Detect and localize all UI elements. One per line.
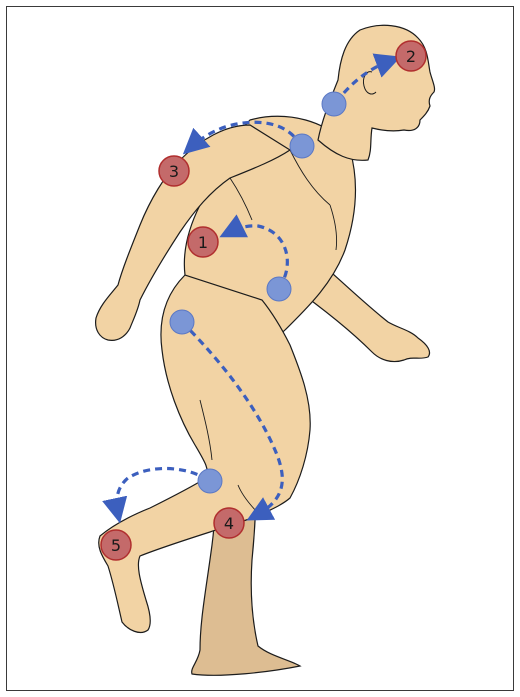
origin-point-knee: [198, 469, 222, 493]
target-marker-5: 5: [101, 530, 131, 560]
origin-point-neck: [322, 92, 346, 116]
front-leg: [99, 275, 311, 632]
target-marker-2: 2: [396, 41, 426, 71]
target-label-4: 4: [224, 514, 234, 533]
origin-point-hip: [267, 277, 291, 301]
target-label-2: 2: [406, 47, 416, 66]
origin-point-thigh: [170, 310, 194, 334]
target-marker-3: 3: [159, 156, 189, 186]
target-marker-4: 4: [214, 508, 244, 538]
target-marker-1: 1: [188, 227, 218, 257]
human-body-figure: [96, 25, 435, 675]
target-label-3: 3: [169, 162, 179, 181]
target-label-5: 5: [111, 536, 121, 555]
origin-point-shoulder: [290, 134, 314, 158]
target-label-1: 1: [198, 233, 208, 252]
